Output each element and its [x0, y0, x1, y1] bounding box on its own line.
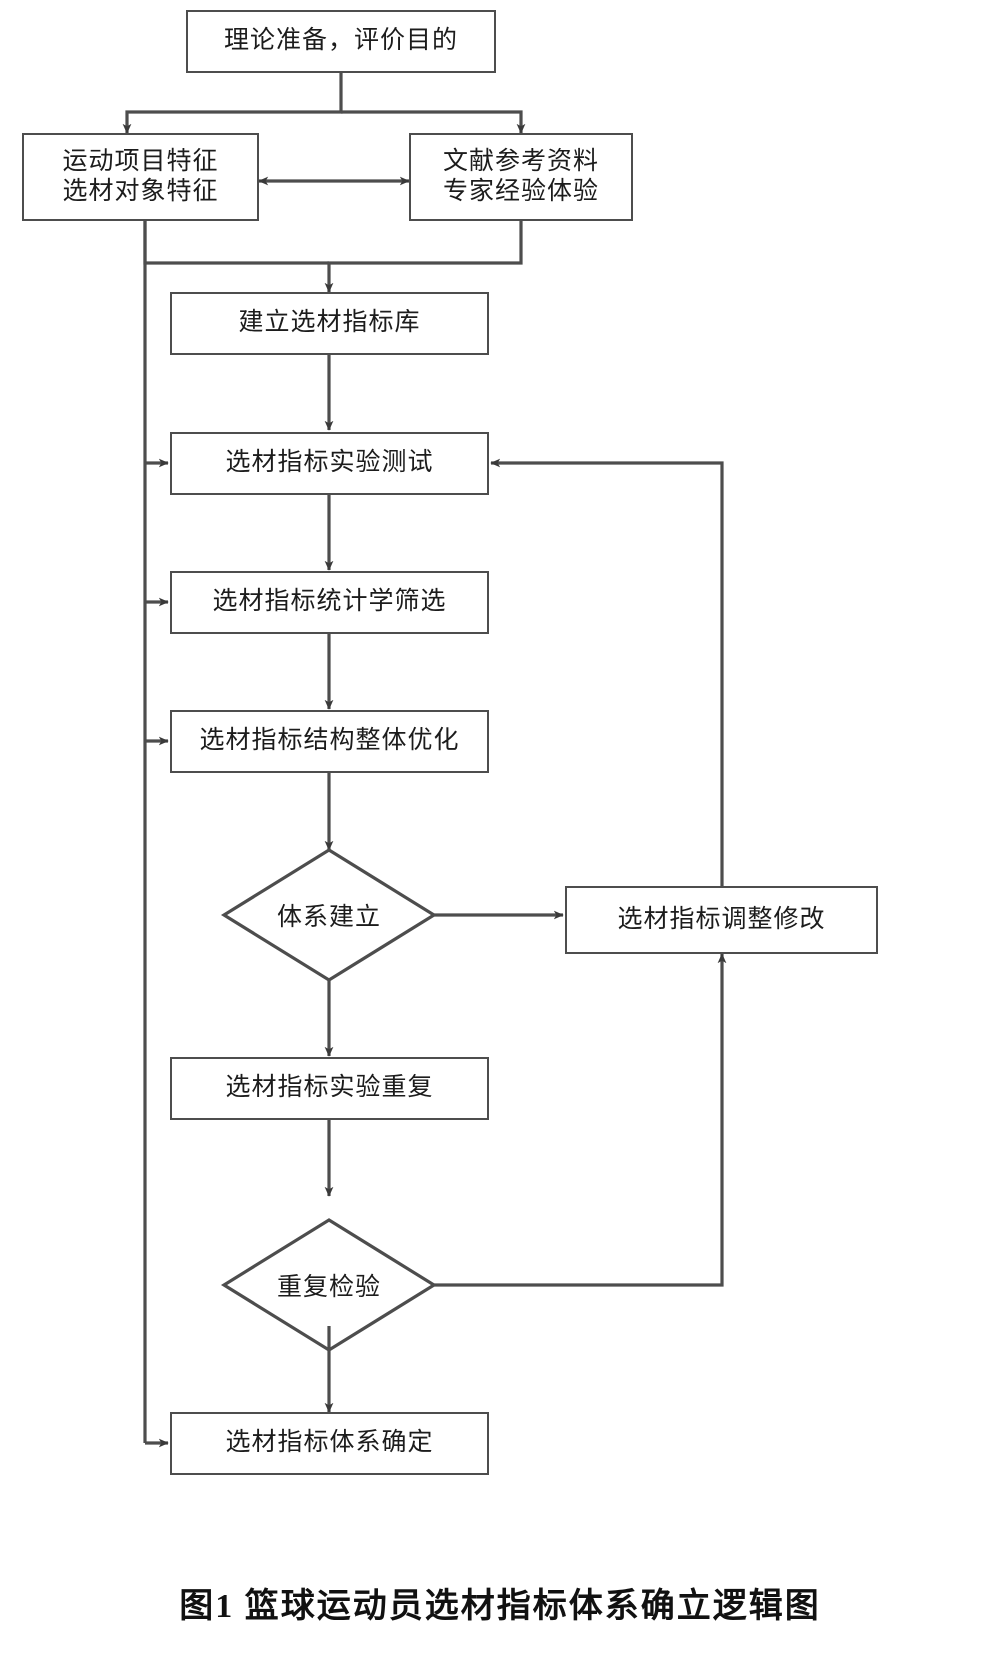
edge-start-to-right: [341, 110, 526, 134]
node-build-library-label: 建立选材指标库: [238, 309, 421, 337]
shape-system-build-diamond: [220, 848, 438, 982]
edge-right-to-build: [324, 221, 523, 293]
node-structure-optimize-label: 选材指标结构整体优化: [199, 727, 460, 755]
edge-left-to-build: [143, 221, 329, 265]
node-experiment-test[interactable]: 选材指标实验测试: [170, 432, 489, 495]
node-build-library[interactable]: 建立选材指标库: [170, 292, 489, 355]
node-adjust-modify[interactable]: 选材指标调整修改: [565, 886, 878, 954]
node-structure-optimize[interactable]: 选材指标结构整体优化: [170, 710, 489, 773]
node-left-features-line1: 运动项目特征: [62, 147, 219, 175]
node-right-references-line2: 专家经验体验: [442, 178, 599, 205]
node-right-references[interactable]: 文献参考资料 专家经验体验: [409, 133, 633, 221]
node-statistic-screen[interactable]: 选材指标统计学筛选: [170, 571, 489, 634]
node-experiment-test-label: 选材指标实验测试: [225, 449, 434, 477]
node-adjust-modify-label: 选材指标调整修改: [617, 905, 826, 933]
shape-repeat-check-diamond: [220, 1218, 438, 1352]
node-statistic-screen-label: 选材指标统计学筛选: [212, 588, 447, 616]
edge-adjust-feedback-to-test: [490, 458, 724, 886]
node-right-references-line1: 文献参考资料: [442, 147, 599, 175]
edge-check-to-adjust: [434, 953, 727, 1287]
edge-start-to-left: [122, 73, 343, 134]
figure-caption: 图1 篮球运动员选材指标体系确立逻辑图: [179, 1588, 821, 1625]
node-left-features-line2: 选材对象特征: [62, 178, 219, 205]
node-system-confirmed[interactable]: 选材指标体系确定: [170, 1412, 489, 1475]
node-left-features[interactable]: 运动项目特征 选材对象特征: [22, 133, 259, 221]
node-start-label: 理论准备，评价目的: [223, 27, 458, 55]
node-system-confirmed-label: 选材指标体系确定: [225, 1429, 434, 1457]
node-experiment-repeat[interactable]: 选材指标实验重复: [170, 1057, 489, 1120]
node-start[interactable]: 理论准备，评价目的: [186, 10, 496, 73]
node-experiment-repeat-label: 选材指标实验重复: [225, 1074, 434, 1102]
